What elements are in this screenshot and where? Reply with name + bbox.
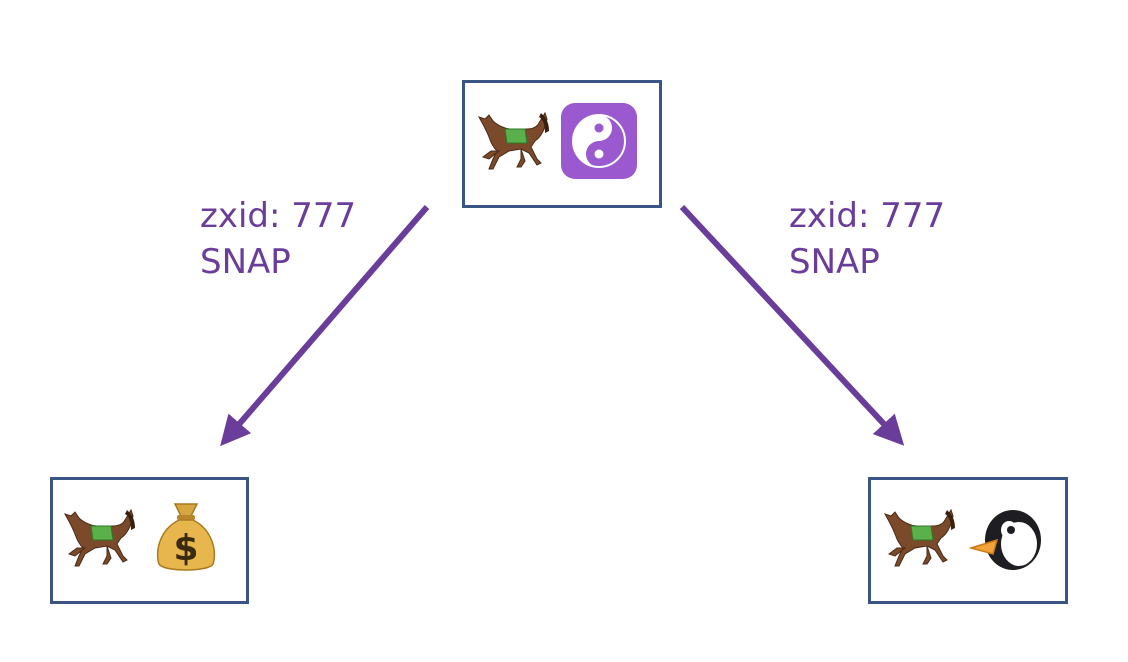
horse-icon [64, 508, 135, 567]
svg-text:$: $ [173, 528, 198, 569]
horse-icon [884, 508, 955, 567]
horse-icon [478, 111, 549, 170]
node-left: $ [50, 477, 249, 604]
edge-label-right: zxid: 777 SNAP [789, 193, 945, 285]
edge-left-zxid: zxid: 777 [200, 196, 357, 236]
money-bag-icon: $ [156, 503, 216, 571]
edge-right-zxid: zxid: 777 [789, 196, 946, 236]
edge-label-left: zxid: 777 SNAP [200, 193, 356, 285]
penguin-icon [968, 510, 1041, 570]
yin-yang-icon [561, 103, 637, 179]
node-right [868, 477, 1068, 604]
edge-right-type: SNAP [789, 242, 880, 282]
node-top [462, 80, 662, 208]
edge-left-type: SNAP [200, 242, 291, 282]
